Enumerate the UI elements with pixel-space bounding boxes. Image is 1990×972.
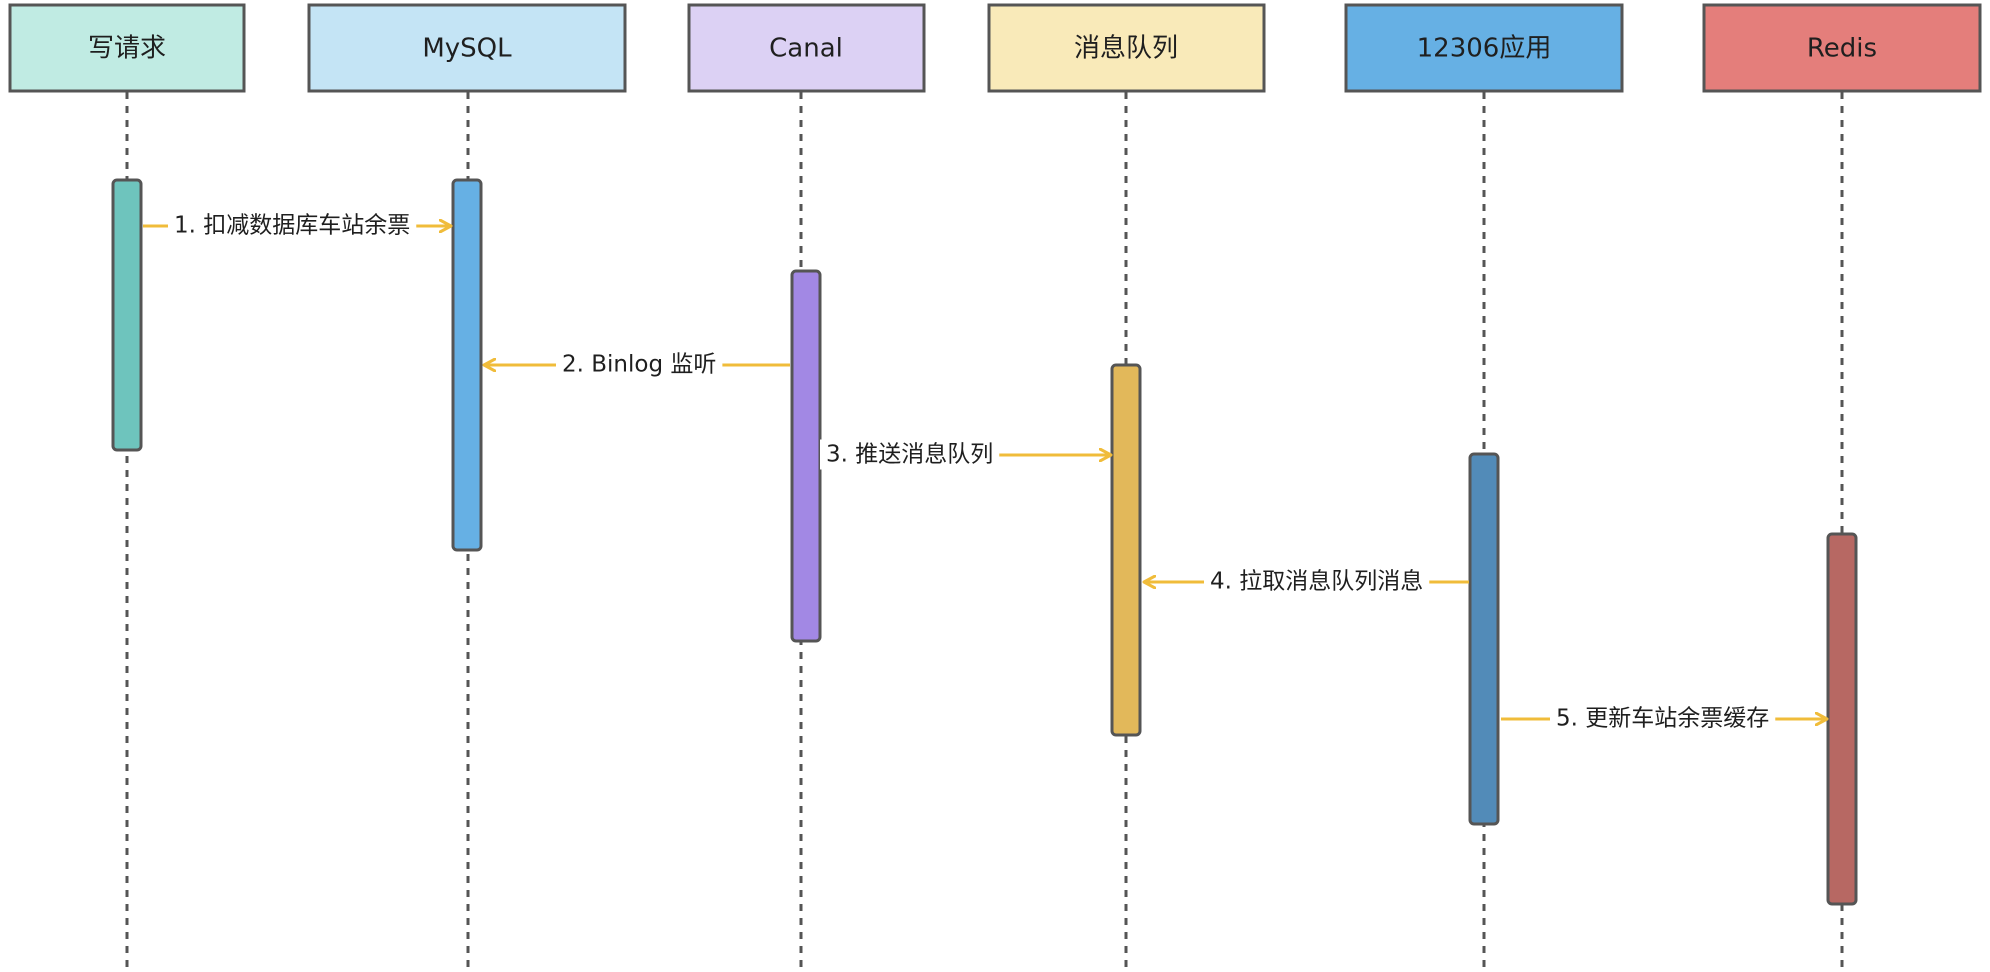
message-label-msg-5: 5. 更新车站余票缓存 bbox=[1556, 706, 1769, 732]
participant-label-message-queue: 消息队列 bbox=[1074, 34, 1178, 64]
activation-bar-message-queue bbox=[1110, 363, 1142, 737]
participant-label-write-request: 写请求 bbox=[88, 34, 166, 64]
message-label-bg-msg-4 bbox=[1204, 566, 1430, 597]
message-msg-3: 3. 推送消息队列 bbox=[820, 439, 1110, 470]
message-label-bg-msg-2 bbox=[556, 349, 723, 380]
participant-box-mysql bbox=[307, 3, 627, 93]
activation-bar-mysql bbox=[451, 178, 483, 552]
message-label-msg-1: 1. 扣减数据库车站余票 bbox=[174, 213, 410, 239]
participant-box-redis bbox=[1702, 3, 1982, 93]
message-label-msg-4: 4. 拉取消息队列消息 bbox=[1210, 569, 1423, 595]
participant-label-redis: Redis bbox=[1807, 34, 1877, 64]
message-label-bg-msg-1 bbox=[168, 210, 417, 241]
participant-mysql: MySQL bbox=[307, 3, 627, 93]
message-msg-5: 5. 更新车站余票缓存 bbox=[1501, 703, 1826, 734]
message-msg-2: 2. Binlog 监听 bbox=[485, 349, 790, 380]
participant-label-mysql: MySQL bbox=[422, 34, 512, 64]
participant-box-write-request bbox=[8, 3, 246, 93]
participant-app-12306: 12306应用 bbox=[1344, 3, 1624, 93]
participant-write-request: 写请求 bbox=[8, 3, 246, 93]
activation-bar-app-12306 bbox=[1468, 452, 1500, 826]
message-msg-1: 1. 扣减数据库车站余票 bbox=[143, 210, 450, 241]
participant-message-queue: 消息队列 bbox=[987, 3, 1266, 93]
participant-label-app-12306: 12306应用 bbox=[1417, 34, 1552, 64]
participant-box-app-12306 bbox=[1344, 3, 1624, 93]
message-msg-4: 4. 拉取消息队列消息 bbox=[1145, 566, 1469, 597]
activation-bar-canal bbox=[790, 269, 822, 643]
message-label-bg-msg-3 bbox=[820, 439, 1000, 470]
participant-redis: Redis bbox=[1702, 3, 1982, 93]
participant-box-canal bbox=[687, 3, 926, 93]
message-label-msg-2: 2. Binlog 监听 bbox=[562, 352, 716, 378]
participant-label-canal: Canal bbox=[769, 34, 843, 64]
participant-canal: Canal bbox=[687, 3, 926, 93]
participant-box-message-queue bbox=[987, 3, 1266, 93]
message-label-msg-3: 3. 推送消息队列 bbox=[826, 442, 993, 468]
activation-bar-redis bbox=[1826, 532, 1858, 906]
activation-bar-write-request bbox=[111, 178, 143, 452]
message-label-bg-msg-5 bbox=[1550, 703, 1776, 734]
